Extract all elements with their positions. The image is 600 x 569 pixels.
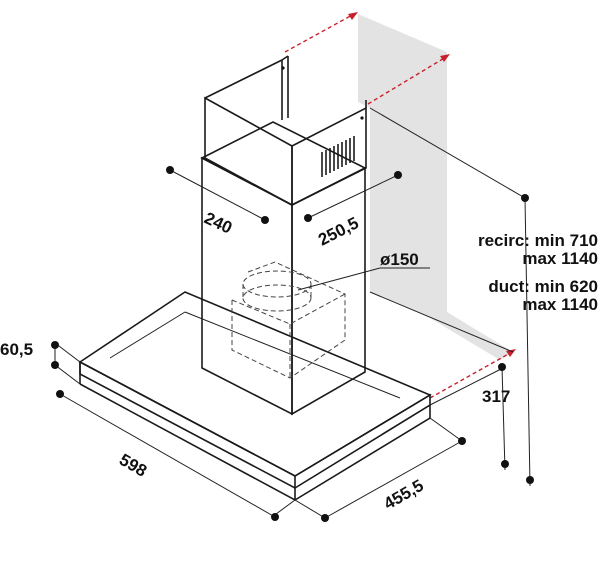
label-hood-width: 598	[116, 450, 150, 481]
label-recirc-min: recirc: min 710	[478, 231, 598, 250]
wall-shading	[358, 14, 513, 360]
label-hood-depth: 455,5	[381, 476, 427, 514]
dimension-lines	[54, 169, 463, 519]
label-chimney-width: 250,5	[315, 213, 362, 249]
label-duct-min: duct: min 620	[488, 277, 598, 296]
label-recirc-max: max 1140	[522, 249, 598, 268]
label-chimney-depth: 240	[201, 208, 235, 237]
wall-reference-lines	[369, 107, 531, 487]
label-canopy-height: 60,5	[0, 340, 33, 359]
label-outlet-diameter: ø150	[380, 250, 419, 269]
height-arrows	[284, 12, 516, 399]
chimney-lower	[200, 121, 367, 416]
hidden-motor-outline	[231, 261, 346, 379]
dimension-dots	[51, 166, 534, 522]
label-wall-offset: 317	[482, 387, 510, 406]
vent-grille	[321, 136, 355, 177]
label-duct-max: max 1140	[522, 295, 598, 314]
chimney-upper	[204, 55, 367, 207]
